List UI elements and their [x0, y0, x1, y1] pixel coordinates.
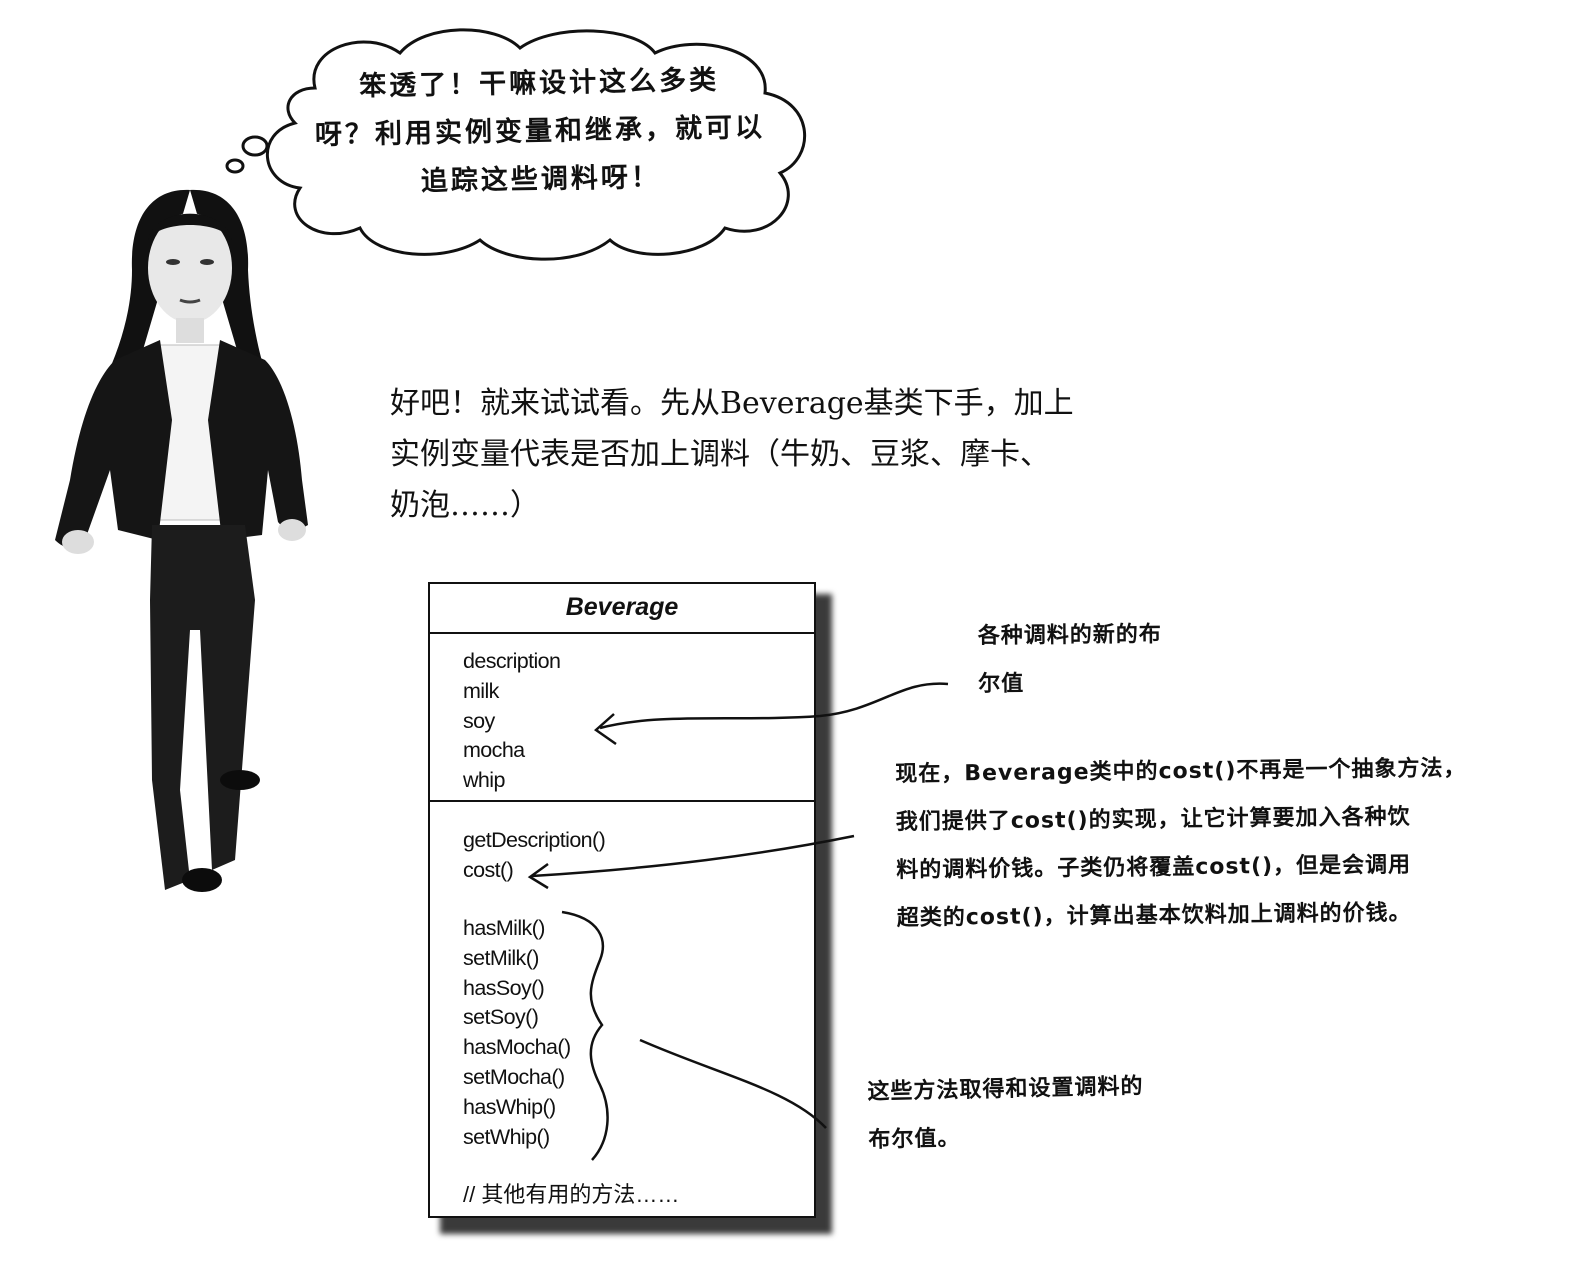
uml-divider	[430, 800, 814, 802]
uml-accessor: setMilk()	[463, 945, 539, 970]
uml-class-name: Beverage	[565, 593, 679, 621]
annotation-line: 超类的cost()，计算出基本饮料加上调料的价钱。	[896, 900, 1412, 931]
uml-field-list: description milk soy mocha whip	[463, 647, 561, 796]
uml-class-box: Beverage description milk soy mocha whip…	[428, 582, 816, 1218]
bubble-line: 笨透了！干嘛设计这么多类	[358, 64, 720, 103]
thought-bubble-text: 笨透了！干嘛设计这么多类 呀？利用实例变量和继承，就可以 追踪这些调料呀！	[299, 56, 781, 208]
uml-accessor-list: hasMilk() setMilk() hasSoy() setSoy() ha…	[463, 914, 571, 1152]
uml-method: cost()	[463, 857, 514, 882]
uml-method-list: getDescription() cost()	[463, 826, 606, 886]
woman-illustration	[55, 189, 308, 892]
uml-divider	[430, 632, 814, 634]
uml-accessor: setWhip()	[463, 1124, 550, 1149]
uml-accessor: hasWhip()	[463, 1094, 556, 1119]
annotation-line: 布尔值。	[868, 1125, 961, 1153]
intro-line: 好吧！就来试试看。先从Beverage基类下手，加上	[390, 386, 1074, 421]
intro-line: 实例变量代表是否加上调料（牛奶、豆浆、摩卡、	[390, 437, 1050, 472]
annotation-line: 料的调料价钱。子类仍将覆盖cost()，但是会调用	[896, 852, 1412, 883]
uml-accessor: hasMilk()	[463, 916, 545, 940]
uml-field: description	[463, 649, 561, 673]
annotation-cost: 现在，Beverage类中的cost()不再是一个抽象方法， 我们提供了cost…	[895, 745, 1468, 943]
annotation-line: 这些方法取得和设置调料的	[867, 1074, 1144, 1105]
intro-paragraph: 好吧！就来试试看。先从Beverage基类下手，加上 实例变量代表是否加上调料（…	[390, 378, 1150, 531]
intro-line: 奶泡……）	[390, 488, 540, 523]
uml-accessor: hasMocha()	[463, 1035, 571, 1060]
uml-accessor: setSoy()	[463, 1005, 539, 1030]
uml-accessor: setMocha()	[463, 1064, 565, 1089]
bubble-line: 追踪这些调料呀！	[420, 161, 662, 198]
uml-accessor: hasSoy()	[463, 975, 545, 1000]
annotation-line: 尔值	[978, 671, 1025, 697]
uml-field: whip	[463, 768, 505, 793]
uml-field: mocha	[463, 738, 525, 763]
annotation-line: 各种调料的新的布	[977, 622, 1162, 649]
annotation-line: 现在，Beverage类中的cost()不再是一个抽象方法，	[895, 756, 1467, 787]
annotation-accessors: 这些方法取得和设置调料的 布尔值。	[867, 1063, 1145, 1165]
annotation-booleans: 各种调料的新的布 尔值	[978, 611, 1163, 709]
annotation-line: 我们提供了cost()的实现，让它计算要加入各种饮	[895, 804, 1411, 835]
uml-method: getDescription()	[463, 828, 606, 852]
uml-field: milk	[463, 678, 499, 703]
uml-field: soy	[463, 708, 495, 733]
bubble-line: 呀？利用实例变量和继承，就可以	[314, 112, 766, 151]
thought-bubble-cloud	[225, 28, 807, 261]
uml-comment: // 其他有用的方法……	[463, 1182, 680, 1207]
